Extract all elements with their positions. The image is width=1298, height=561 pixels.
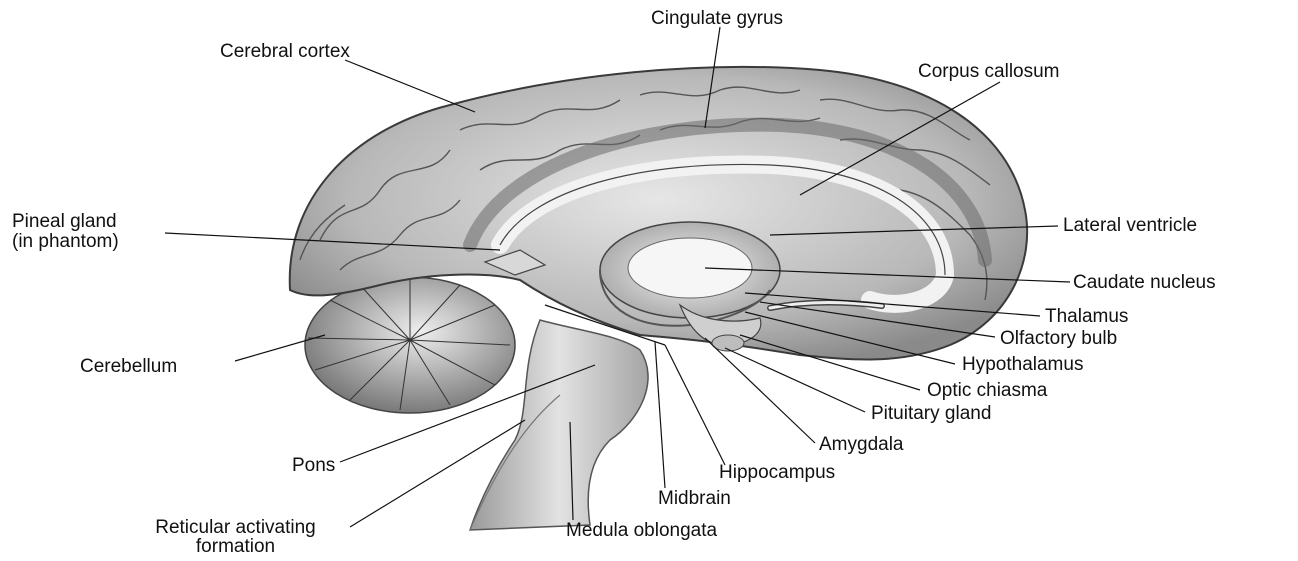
label-lateral-ventricle: Lateral ventricle (1063, 215, 1197, 237)
label-caudate-nucleus: Caudate nucleus (1073, 272, 1216, 294)
label-pituitary-gland: Pituitary gland (871, 403, 991, 425)
label-cerebral-cortex: Cerebral cortex (220, 41, 350, 63)
label-pineal-gland: Pineal gland (12, 211, 117, 233)
label-cingulate-gyrus: Cingulate gyrus (651, 8, 783, 30)
label-corpus-callosum: Corpus callosum (918, 61, 1060, 83)
thalamus-inner (628, 238, 752, 298)
label-midbrain: Midbrain (658, 488, 731, 510)
label-cerebellum: Cerebellum (80, 356, 177, 378)
label-thalamus: Thalamus (1045, 306, 1128, 328)
label-hippocampus: Hippocampus (719, 462, 835, 484)
label-amygdala: Amygdala (819, 434, 904, 456)
label-medula-oblongata: Medula oblongata (566, 520, 717, 542)
label-olfactory-bulb: Olfactory bulb (1000, 328, 1117, 350)
label-pons: Pons (292, 455, 335, 477)
label-hypothalamus: Hypothalamus (962, 354, 1083, 376)
label-optic-chiasma: Optic chiasma (927, 380, 1047, 402)
label-reticular-formation: formation (123, 536, 348, 558)
label-pineal-gland-note: (in phantom) (12, 231, 119, 253)
